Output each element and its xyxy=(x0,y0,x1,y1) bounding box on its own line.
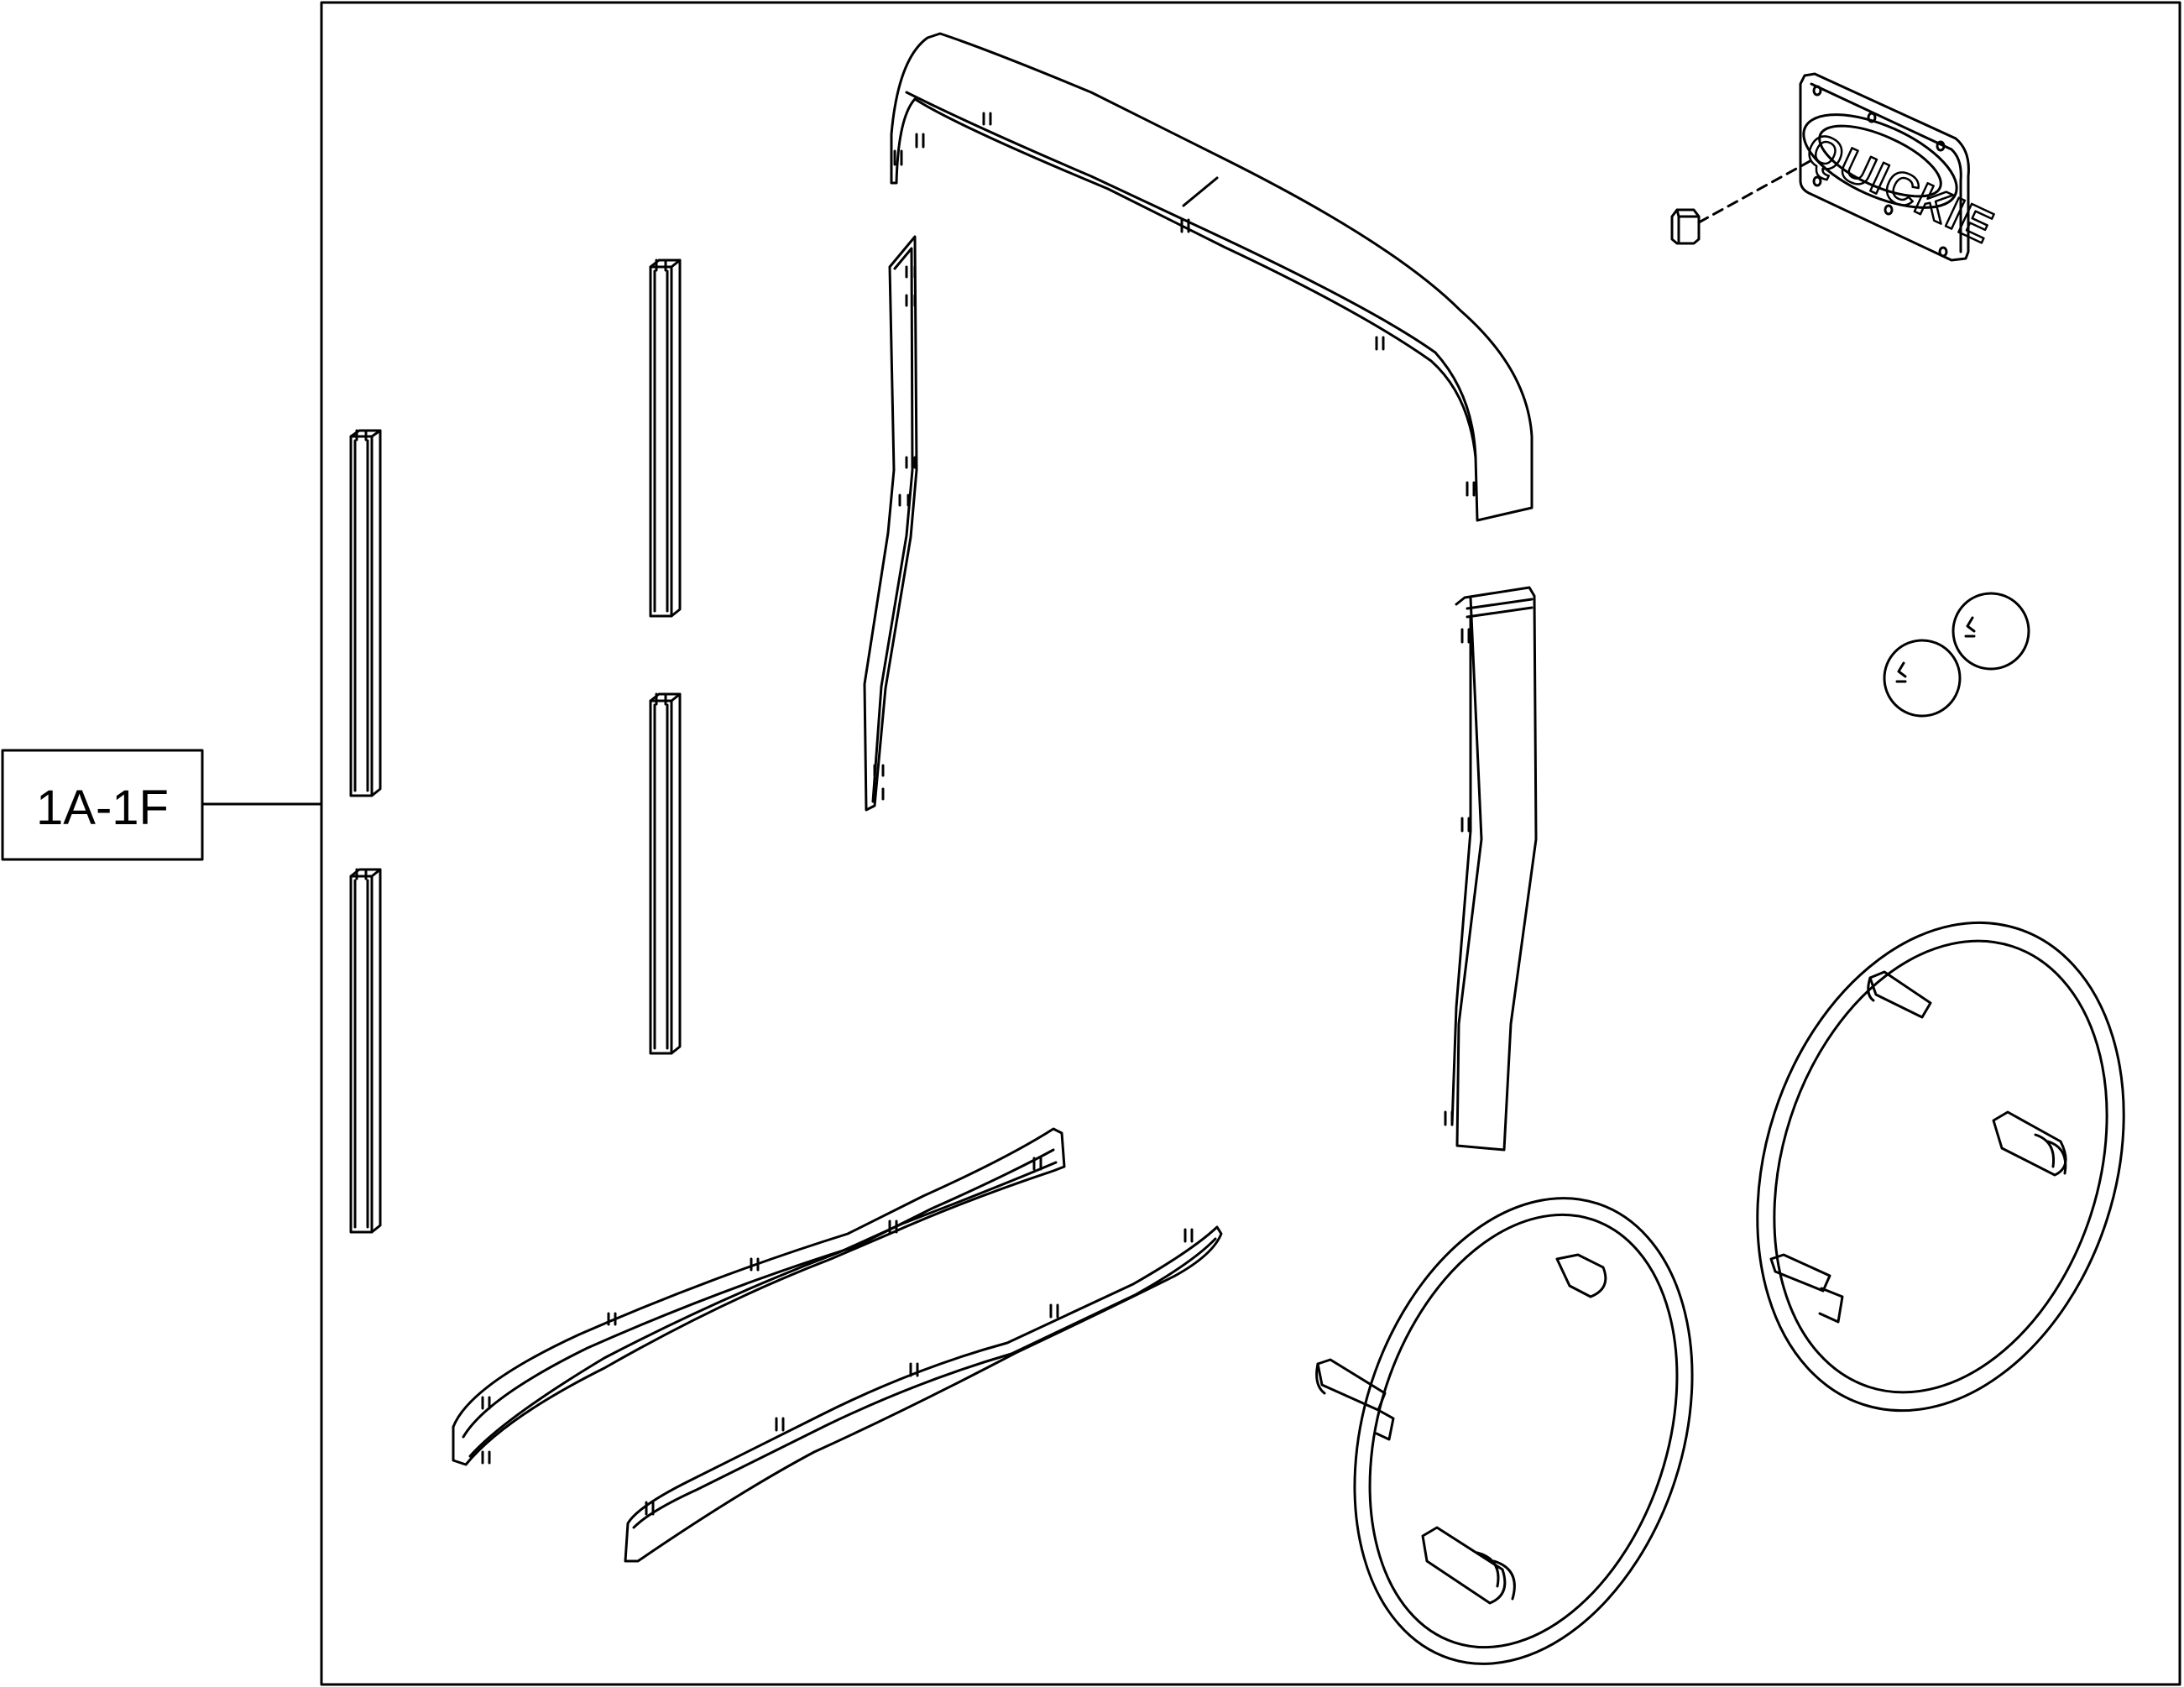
logo-plug-leader xyxy=(1699,159,1813,222)
callout-label: 1A-1F xyxy=(36,781,169,835)
front-frame-guard xyxy=(865,237,917,810)
hub-cap-1 xyxy=(1883,639,1962,718)
logo-mounting-holes xyxy=(1814,86,1946,256)
side-guard-strip-1 xyxy=(351,431,380,796)
hub-cap-2 xyxy=(1951,592,2030,671)
logo-plate: QUICKIE xyxy=(1798,74,2003,260)
arch-frame-guard xyxy=(891,34,1532,520)
side-guard-strip-4 xyxy=(650,694,680,1053)
lower-frame-guard-2 xyxy=(625,1227,1221,1561)
rear-frame-guard xyxy=(1445,588,1536,1150)
callout-box xyxy=(1,749,204,861)
diagram-frame-border xyxy=(320,1,2181,1686)
side-guard-strip-2 xyxy=(351,870,380,1232)
lower-frame-guard-1 xyxy=(453,1129,1064,1465)
logo-plug xyxy=(1672,159,1813,243)
wheel-spoke-guard-2 xyxy=(1697,875,2184,1458)
wheel-spoke-guard-1 xyxy=(1298,1154,1749,1687)
callout-1a-1f: 1A-1F xyxy=(1,749,323,861)
side-guard-strip-3 xyxy=(650,260,680,616)
